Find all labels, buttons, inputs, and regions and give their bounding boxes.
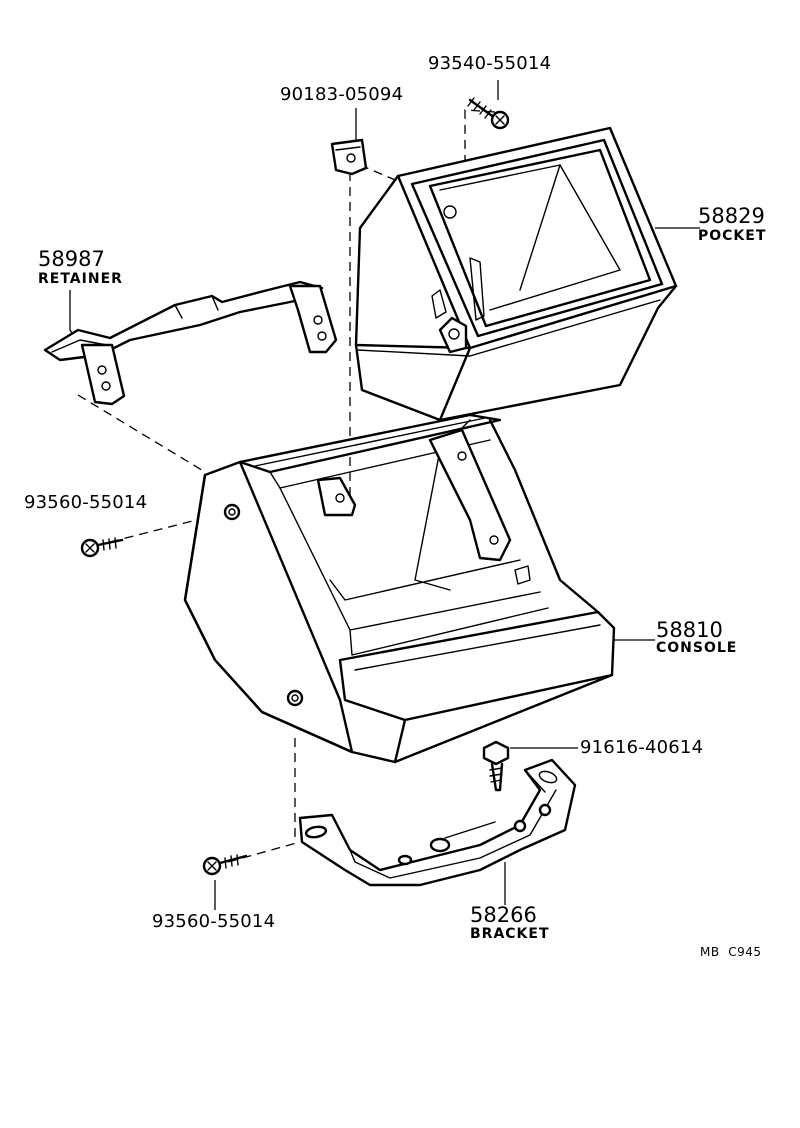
console-screw-part-number: 93560-55014: [24, 492, 148, 513]
bracket-bolt-part: [482, 740, 510, 792]
bracket-part: [298, 758, 577, 887]
console-part-name: CONSOLE: [656, 640, 738, 656]
bracket-part-name: BRACKET: [470, 926, 550, 942]
bracket-bolt-part-number: 91616-40614: [580, 737, 704, 758]
pocket-part: [354, 126, 678, 422]
retainer-part: [43, 280, 338, 406]
console-part-number: 58810: [656, 618, 723, 642]
clip-part-number: 90183-05094: [280, 84, 404, 105]
pocket-screw-part: [467, 97, 510, 130]
retainer-part-name: RETAINER: [38, 271, 123, 287]
console-screw-part: [80, 537, 124, 558]
bracket-screw-part: [202, 854, 248, 876]
retainer-part-number: 58987: [38, 247, 105, 271]
pocket-part-name: POCKET: [698, 228, 767, 244]
pocket-screw-part-number: 93540-55014: [428, 53, 552, 74]
bracket-screw-part-number: 93560-55014: [152, 911, 276, 932]
console-part: [183, 413, 616, 764]
pocket-part-number: 58829: [698, 204, 765, 228]
clip-part: [330, 138, 368, 176]
figure-code: MB C945: [700, 945, 762, 959]
leader-lines: [69, 80, 700, 910]
bracket-part-number: 58266: [470, 903, 537, 927]
